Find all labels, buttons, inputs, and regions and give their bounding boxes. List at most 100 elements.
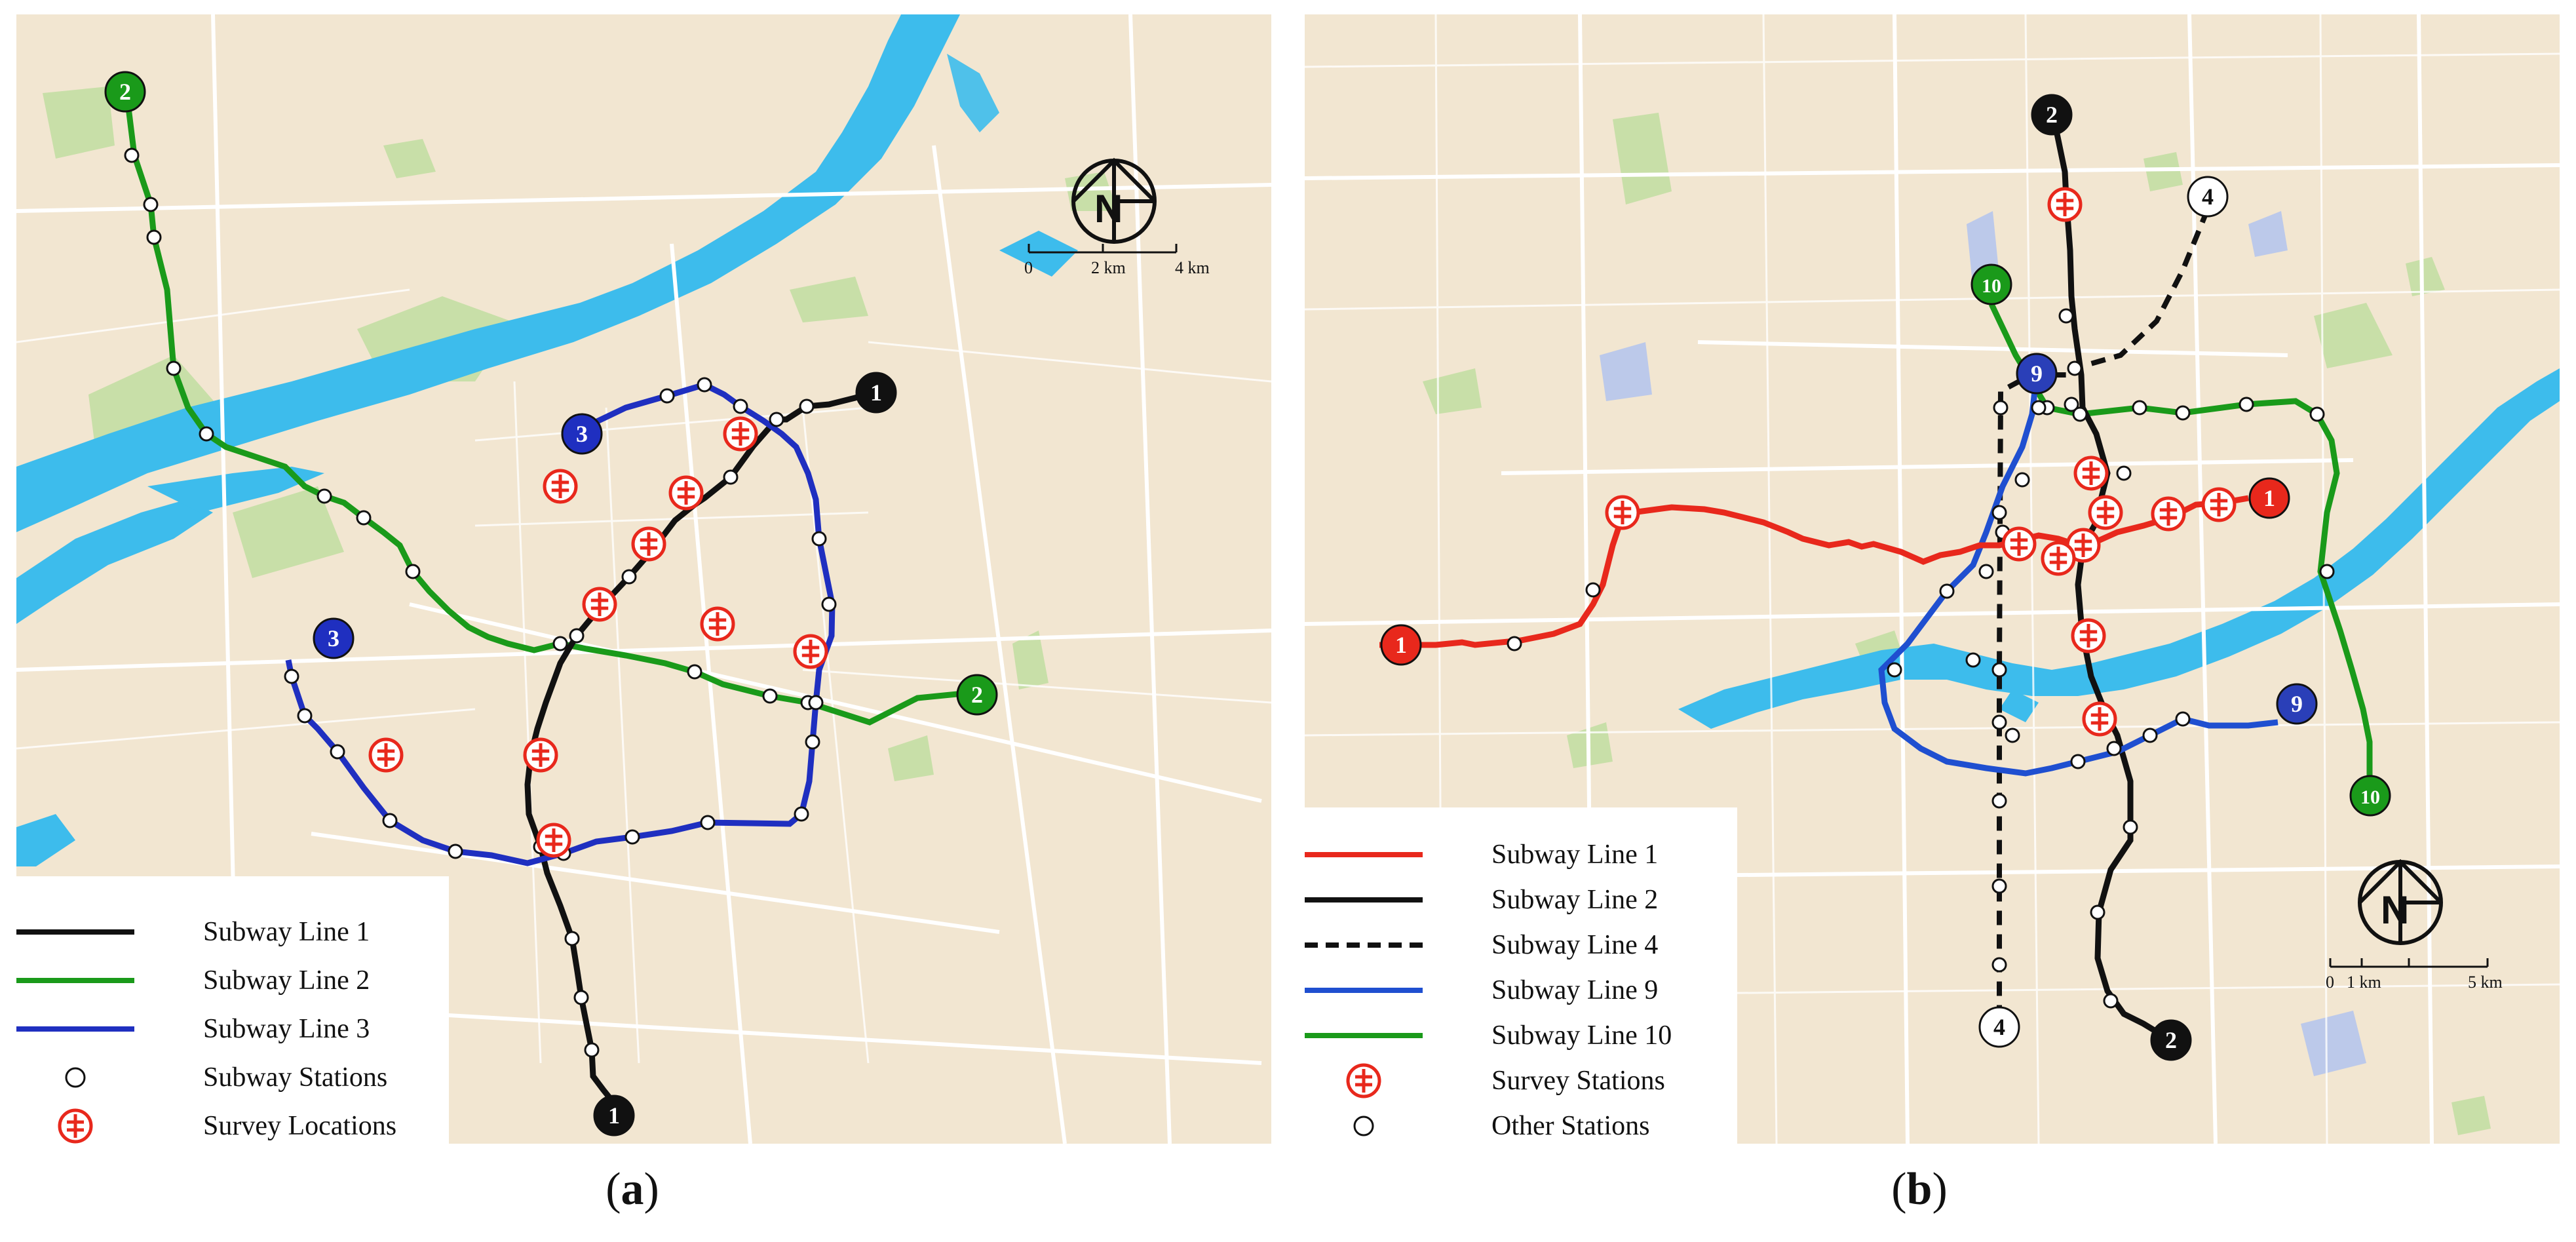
survey-marker [2066, 528, 2101, 563]
line-badge-number: 2 [119, 79, 131, 105]
station-dot [1991, 662, 2007, 678]
station-dot [2072, 406, 2088, 422]
scale-tick-0: 0 [1024, 258, 1033, 277]
station-dot [199, 426, 214, 442]
station-dot [762, 688, 778, 704]
legend-label: Subway Line 10 [1491, 1020, 1672, 1051]
north-arrow: N [2358, 859, 2443, 945]
station-dot [1991, 878, 2007, 894]
legend-label: Subway Stations [203, 1062, 388, 1093]
station-dot [2319, 564, 2335, 579]
station-dot [808, 695, 824, 710]
legend-item: Subway Line 2 [16, 961, 449, 1000]
station-dot [2106, 741, 2122, 756]
line-badge: 10 [1970, 263, 2012, 305]
line-badge: 4 [2187, 176, 2229, 218]
station-dot [2116, 465, 2132, 481]
station-dot [284, 669, 299, 684]
line-badge: 1 [1380, 624, 1422, 666]
station-dot [2058, 308, 2074, 324]
line-badge: 1 [855, 372, 897, 414]
station-dot [621, 569, 637, 585]
survey-marker [543, 469, 578, 504]
line-badge: 1 [593, 1095, 635, 1136]
legend-item: Subway Stations [16, 1058, 449, 1097]
reservoirs [1600, 211, 2366, 1076]
scale-tick-1: 2 km [1091, 258, 1126, 277]
station-dot [2031, 400, 2047, 416]
station-dot [166, 360, 182, 376]
station-dot [124, 147, 140, 163]
line-badge-number: 1 [2263, 485, 2275, 511]
legend-label: Subway Line 4 [1491, 930, 1659, 960]
scale-tick-0: 0 [2326, 973, 2334, 992]
station-dot [2239, 397, 2254, 412]
station-dot [687, 664, 702, 680]
line-9-route [1878, 368, 2278, 777]
station-dot [2103, 993, 2119, 1009]
legend-symbol [16, 978, 134, 983]
survey-marker [582, 587, 617, 622]
legend-symbol [1305, 897, 1423, 902]
station-dot [297, 708, 313, 724]
legend-symbol [1305, 942, 1423, 948]
line-badge: 9 [2276, 683, 2318, 725]
legend-label: Subway Line 2 [1491, 885, 1659, 915]
station-dot [2142, 728, 2158, 743]
station-dot [382, 813, 398, 828]
station-dot [805, 734, 820, 750]
scale-tick-1: 1 km [2347, 973, 2381, 992]
station-dot [2132, 400, 2147, 416]
line-2-route [2050, 114, 2167, 1039]
line-badge-number: 9 [2031, 360, 2043, 387]
legend-label: Other Stations [1491, 1111, 1650, 1141]
survey-marker [793, 634, 828, 669]
line-badge: 9 [2016, 353, 2058, 395]
songhua-river [16, 14, 1078, 866]
station-dot [723, 469, 739, 485]
station-dot [2014, 472, 2030, 488]
north-label: N [2381, 888, 2409, 932]
legend-item: Subway Line 9 [1305, 971, 1737, 1010]
survey-markers [368, 416, 828, 858]
station-dot [733, 398, 748, 414]
legend-symbol [1346, 1063, 1381, 1098]
line-badge-number: 1 [608, 1102, 620, 1129]
legend: Subway Line 1 Subway Line 2 Subway Line 3 S… [16, 876, 449, 1144]
line-badge: 2 [2031, 94, 2073, 136]
north-arrow: N [1071, 157, 1157, 244]
station-dot [2090, 904, 2105, 920]
survey-marker [2151, 496, 2186, 532]
station-dot [405, 564, 421, 579]
legend-item: Subway Line 10 [1305, 1016, 1737, 1055]
legend-label: Subway Line 2 [203, 965, 370, 996]
survey-marker [536, 823, 571, 858]
survey-markers [1605, 187, 2237, 737]
caption-letter: b [1906, 1164, 1932, 1214]
line-badge-number: 10 [1982, 275, 2001, 297]
legend-label: Survey Locations [203, 1111, 397, 1141]
station-dot [2175, 405, 2191, 421]
north-label: N [1094, 187, 1123, 231]
legend-item: Subway Line 4 [1305, 925, 1737, 965]
caption-b: (b) [1891, 1164, 1948, 1214]
station-dot [2067, 360, 2083, 376]
line-badge: 2 [2150, 1019, 2192, 1061]
survey-marker [2082, 701, 2117, 737]
station-dot [1993, 400, 2009, 416]
survey-marker [1605, 495, 1640, 530]
station-dot [1991, 505, 2007, 520]
legend-label: Subway Line 3 [203, 1014, 370, 1044]
line-badge: 3 [561, 413, 603, 455]
line-badge-number: 2 [2165, 1027, 2177, 1053]
survey-marker [723, 416, 758, 452]
survey-marker [368, 737, 404, 773]
station-dot [794, 806, 809, 822]
survey-marker [2047, 187, 2083, 222]
line-badge-number: 9 [2291, 691, 2303, 717]
legend-item: Subway Line 1 [16, 912, 449, 952]
station-dot [769, 412, 784, 427]
